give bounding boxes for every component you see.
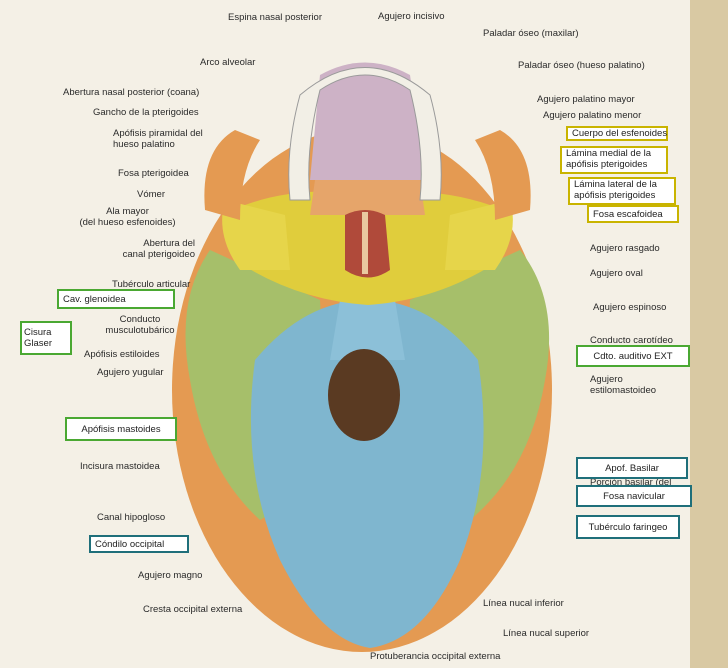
box-lamina-medial: Lámina medial de la apófisis pterigoides bbox=[560, 146, 668, 174]
box-cisura-glaser-line1: Cisura bbox=[24, 327, 52, 338]
label-agujero-rasgado: Agujero rasgado bbox=[590, 243, 660, 254]
box-cisura-glaser: Cisura Glaser bbox=[20, 321, 72, 355]
basilar-portion bbox=[330, 300, 405, 360]
label-abertura-canal-line1: Abertura del bbox=[143, 238, 195, 249]
box-apof-basilar: Apof. Basilar bbox=[576, 457, 688, 479]
label-ala-mayor-line1: Ala mayor bbox=[106, 206, 149, 217]
label-agujero-estilomastoideo-line1: Agujero bbox=[590, 374, 623, 385]
box-cuerpo-esfenoides: Cuerpo del esfenoides bbox=[566, 126, 668, 141]
palatine-bone bbox=[310, 180, 425, 215]
label-apofisis-piramidal-line1: Apófisis piramidal del bbox=[113, 128, 203, 139]
label-abertura-nasal: Abertura nasal posterior (coana) bbox=[63, 87, 200, 98]
label-linea-nucal-inferior: Línea nucal inferior bbox=[483, 598, 564, 609]
label-agujero-estilomastoideo-line2: estilomastoideo bbox=[590, 385, 657, 396]
background-texture-right bbox=[690, 0, 728, 668]
box-cisura-glaser-line2: Glaser bbox=[24, 338, 52, 349]
label-agujero-yugular: Agujero yugular bbox=[97, 367, 164, 378]
box-lamina-medial-line2: apófisis pterigoides bbox=[566, 159, 648, 170]
label-agujero-espinoso: Agujero espinoso bbox=[593, 302, 667, 313]
box-tuberculo-faringeo: Tubérculo faringeo bbox=[576, 515, 680, 539]
occipital-bone bbox=[250, 300, 484, 648]
label-paladar-palatino: Paladar óseo (hueso palatino) bbox=[518, 60, 645, 71]
label-incisura-mastoidea: Incisura mastoidea bbox=[80, 461, 160, 472]
label-apofisis-estiloides: Apófisis estiloides bbox=[84, 349, 160, 360]
label-agujero-incisivo: Agujero incisivo bbox=[378, 11, 445, 22]
label-ala-mayor-line2: (del hueso esfenoides) bbox=[79, 217, 176, 228]
label-agujero-palatino-menor: Agujero palatino menor bbox=[543, 110, 642, 121]
label-arco-alveolar: Arco alveolar bbox=[200, 57, 256, 68]
label-canal-hipogloso: Canal hipogloso bbox=[97, 512, 166, 523]
box-cav-glenoidea: Cav. glenoidea bbox=[57, 289, 175, 309]
box-lamina-lateral-line1: Lámina lateral de la bbox=[574, 179, 657, 190]
label-conducto-musculotubarico: Conducto musculotubárico bbox=[80, 314, 200, 336]
box-lamina-lateral-line2: apófisis pterigoides bbox=[574, 190, 656, 201]
label-agujero-magno: Agujero magno bbox=[138, 570, 203, 581]
box-lamina-medial-line1: Lámina medial de la bbox=[566, 148, 652, 159]
box-lamina-lateral: Lámina lateral de la apófisis pterigoide… bbox=[568, 177, 676, 205]
label-espina-nasal-posterior: Espina nasal posterior bbox=[228, 12, 322, 23]
box-condilo-occipital: Cóndilo occipital bbox=[89, 535, 189, 553]
box-fosa-escafoidea: Fosa escafoidea bbox=[587, 205, 679, 223]
label-fosa-pterigoidea: Fosa pterigoidea bbox=[118, 168, 189, 179]
box-fosa-navicular: Fosa navicular bbox=[576, 485, 692, 507]
label-porcion-basilar: Porción basilar (del bbox=[590, 477, 672, 488]
label-abertura-canal: Abertura del canal pterigoideo bbox=[100, 238, 195, 260]
label-vomer: Vómer bbox=[137, 189, 165, 200]
box-apofisis-mastoides: Apófisis mastoides bbox=[65, 417, 177, 441]
label-protuberancia: Protuberancia occipital externa bbox=[370, 651, 501, 662]
label-paladar-maxilar: Paladar óseo (maxilar) bbox=[483, 28, 579, 39]
vomer bbox=[362, 212, 368, 274]
box-cdto-auditivo: Cdto. auditivo EXT bbox=[576, 345, 690, 367]
label-gancho-pterigoides: Gancho de la pterigoides bbox=[93, 107, 199, 118]
label-agujero-oval: Agujero oval bbox=[590, 268, 643, 279]
label-apofisis-piramidal-line2: hueso palatino bbox=[113, 139, 175, 150]
alveolar-arch bbox=[288, 67, 442, 201]
label-conducto-carotideo: Conducto carotídeo bbox=[590, 335, 673, 346]
label-conducto-musculotubarico-line1: Conducto bbox=[119, 314, 161, 325]
label-apofisis-piramidal: Apófisis piramidal del hueso palatino bbox=[113, 128, 203, 150]
label-agujero-palatino-mayor: Agujero palatino mayor bbox=[537, 94, 635, 105]
label-cresta-occipital: Cresta occipital externa bbox=[143, 604, 243, 615]
zygomatic-arch-left bbox=[204, 130, 260, 220]
label-tuberculo-articular: Tubérculo articular bbox=[112, 279, 191, 290]
foramen-magnum bbox=[328, 349, 400, 441]
zygomatic-arch-right bbox=[475, 130, 531, 220]
label-conducto-musculotubarico-line2: musculotubárico bbox=[105, 325, 175, 336]
maxilla-palate bbox=[310, 62, 425, 180]
label-ala-mayor: Ala mayor (del hueso esfenoides) bbox=[60, 206, 195, 228]
label-linea-nucal-superior: Línea nucal superior bbox=[503, 628, 590, 639]
label-abertura-canal-line2: canal pterigoideo bbox=[122, 249, 195, 260]
label-agujero-estilomastoideo: Agujero estilomastoideo bbox=[590, 374, 656, 396]
